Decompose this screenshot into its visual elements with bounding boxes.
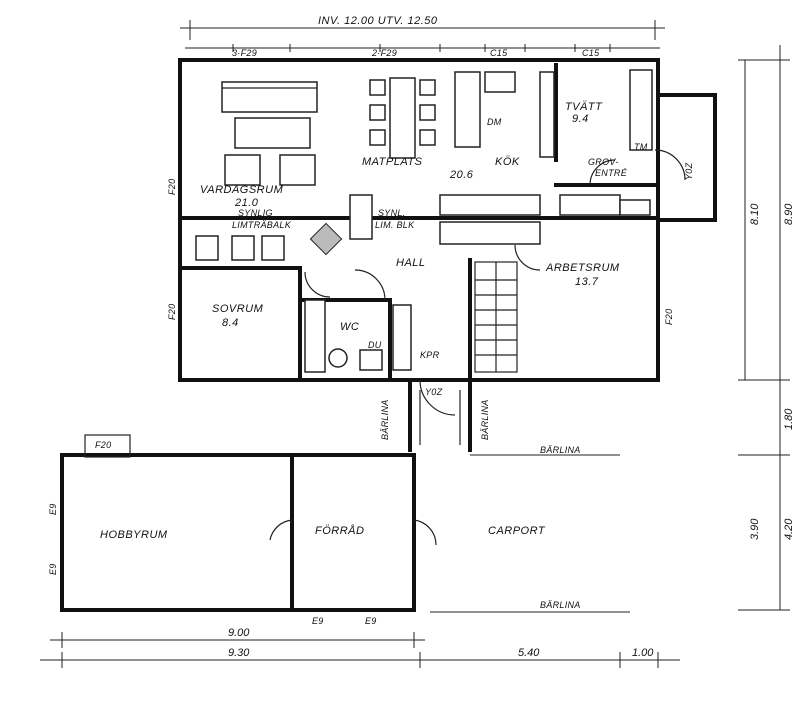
window-label: F20 [664, 309, 674, 325]
room-label: CARPORT [488, 525, 546, 537]
dimension-label: 1.80 [783, 408, 795, 430]
dimension-label: 3.90 [749, 518, 761, 540]
room-label: WC [340, 321, 359, 333]
room-label: ARBETSRUM [545, 262, 620, 274]
beam-note: SYNL. [378, 208, 406, 218]
beam-label: BÄRLINA [480, 399, 490, 440]
room-labels: VARDAGSRUM 21.0 MATPLATS 20.6 KÖK TVÄTT … [200, 101, 628, 360]
outbuilding-labels: HOBBYRUM FÖRRÅD CARPORT F20 E9 E9 E9 E9 … [48, 440, 581, 626]
wc-fixtures [304, 299, 412, 373]
dimension-label: 4.20 [783, 518, 795, 540]
side-windows: F20 F20 F20 Y0Z Y0Z [167, 162, 694, 397]
doors [304, 149, 686, 416]
dimension-label: 8.10 [749, 203, 761, 225]
room-area: 21.0 [234, 197, 259, 209]
dining-table [369, 77, 436, 159]
kitchen-fixtures: DM [349, 71, 555, 245]
right-dimensions: 8.10 8.90 1.80 3.90 4.20 [738, 45, 795, 611]
window-label: 3·F29 [232, 48, 257, 58]
window-label: E9 [48, 503, 58, 515]
window-label: C15 [582, 48, 600, 58]
room-label: KPR [420, 350, 440, 360]
window-label: E9 [312, 616, 324, 626]
outbuilding-walls [60, 434, 630, 613]
room-label: KÖK [495, 156, 520, 168]
window-label: E9 [48, 563, 58, 575]
dimension-label: 8.90 [783, 203, 795, 225]
window-label: C15 [490, 48, 508, 58]
laundry-fixtures: TM [559, 69, 653, 216]
shower-label: DU [368, 340, 382, 350]
beam-note: LIMTRÄBALK [232, 220, 292, 230]
staircase [474, 261, 518, 373]
top-dimension: INV. 12.00 UTV. 12.50 3·F29 2·F29 C15 C1… [180, 15, 665, 58]
room-label: VARDAGSRUM [200, 184, 284, 196]
beam-note: LIM. BLK [375, 220, 415, 230]
room-label: HALL [396, 257, 426, 269]
window-label: Y0Z [425, 387, 443, 397]
room-label: FÖRRÅD [315, 524, 364, 537]
room-label: SOVRUM [212, 303, 264, 315]
living-furniture [195, 81, 343, 261]
porch: BÄRLINA BÄRLINA [380, 378, 490, 452]
window-label: F20 [95, 440, 111, 450]
room-area: 9.4 [572, 113, 589, 125]
beam-label: BÄRLINA [540, 445, 581, 455]
beam-label: BÄRLINA [380, 399, 390, 440]
window-label: E9 [365, 616, 377, 626]
dishwasher-label: DM [487, 117, 502, 127]
window-label: 2·F29 [371, 48, 397, 58]
beam-label: BÄRLINA [540, 600, 581, 610]
dimension-label: 1.00 [632, 647, 654, 659]
level-label: INV. 12.00 UTV. 12.50 [318, 15, 438, 27]
room-label: GROV- [588, 157, 619, 167]
window-label: Y0Z [684, 162, 694, 180]
dimension-label: 9.30 [228, 647, 250, 659]
dimension-label: 9.00 [228, 627, 250, 639]
room-label: MATPLATS [362, 156, 423, 168]
bottom-dimensions: 9.00 9.30 5.40 1.00 [40, 627, 680, 668]
dimension-label: 5.40 [518, 647, 540, 659]
beam-note: SYNLIG [238, 208, 273, 218]
window-label: F20 [167, 179, 177, 195]
room-area: 8.4 [222, 317, 239, 329]
room-label: HOBBYRUM [100, 529, 168, 541]
room-area: 20.6 [449, 169, 474, 181]
room-area: 13.7 [575, 276, 599, 288]
dryer-label: TM [634, 142, 648, 152]
window-label: F20 [167, 304, 177, 320]
room-label: ENTRÉ [595, 168, 628, 178]
room-label: TVÄTT [565, 101, 603, 113]
